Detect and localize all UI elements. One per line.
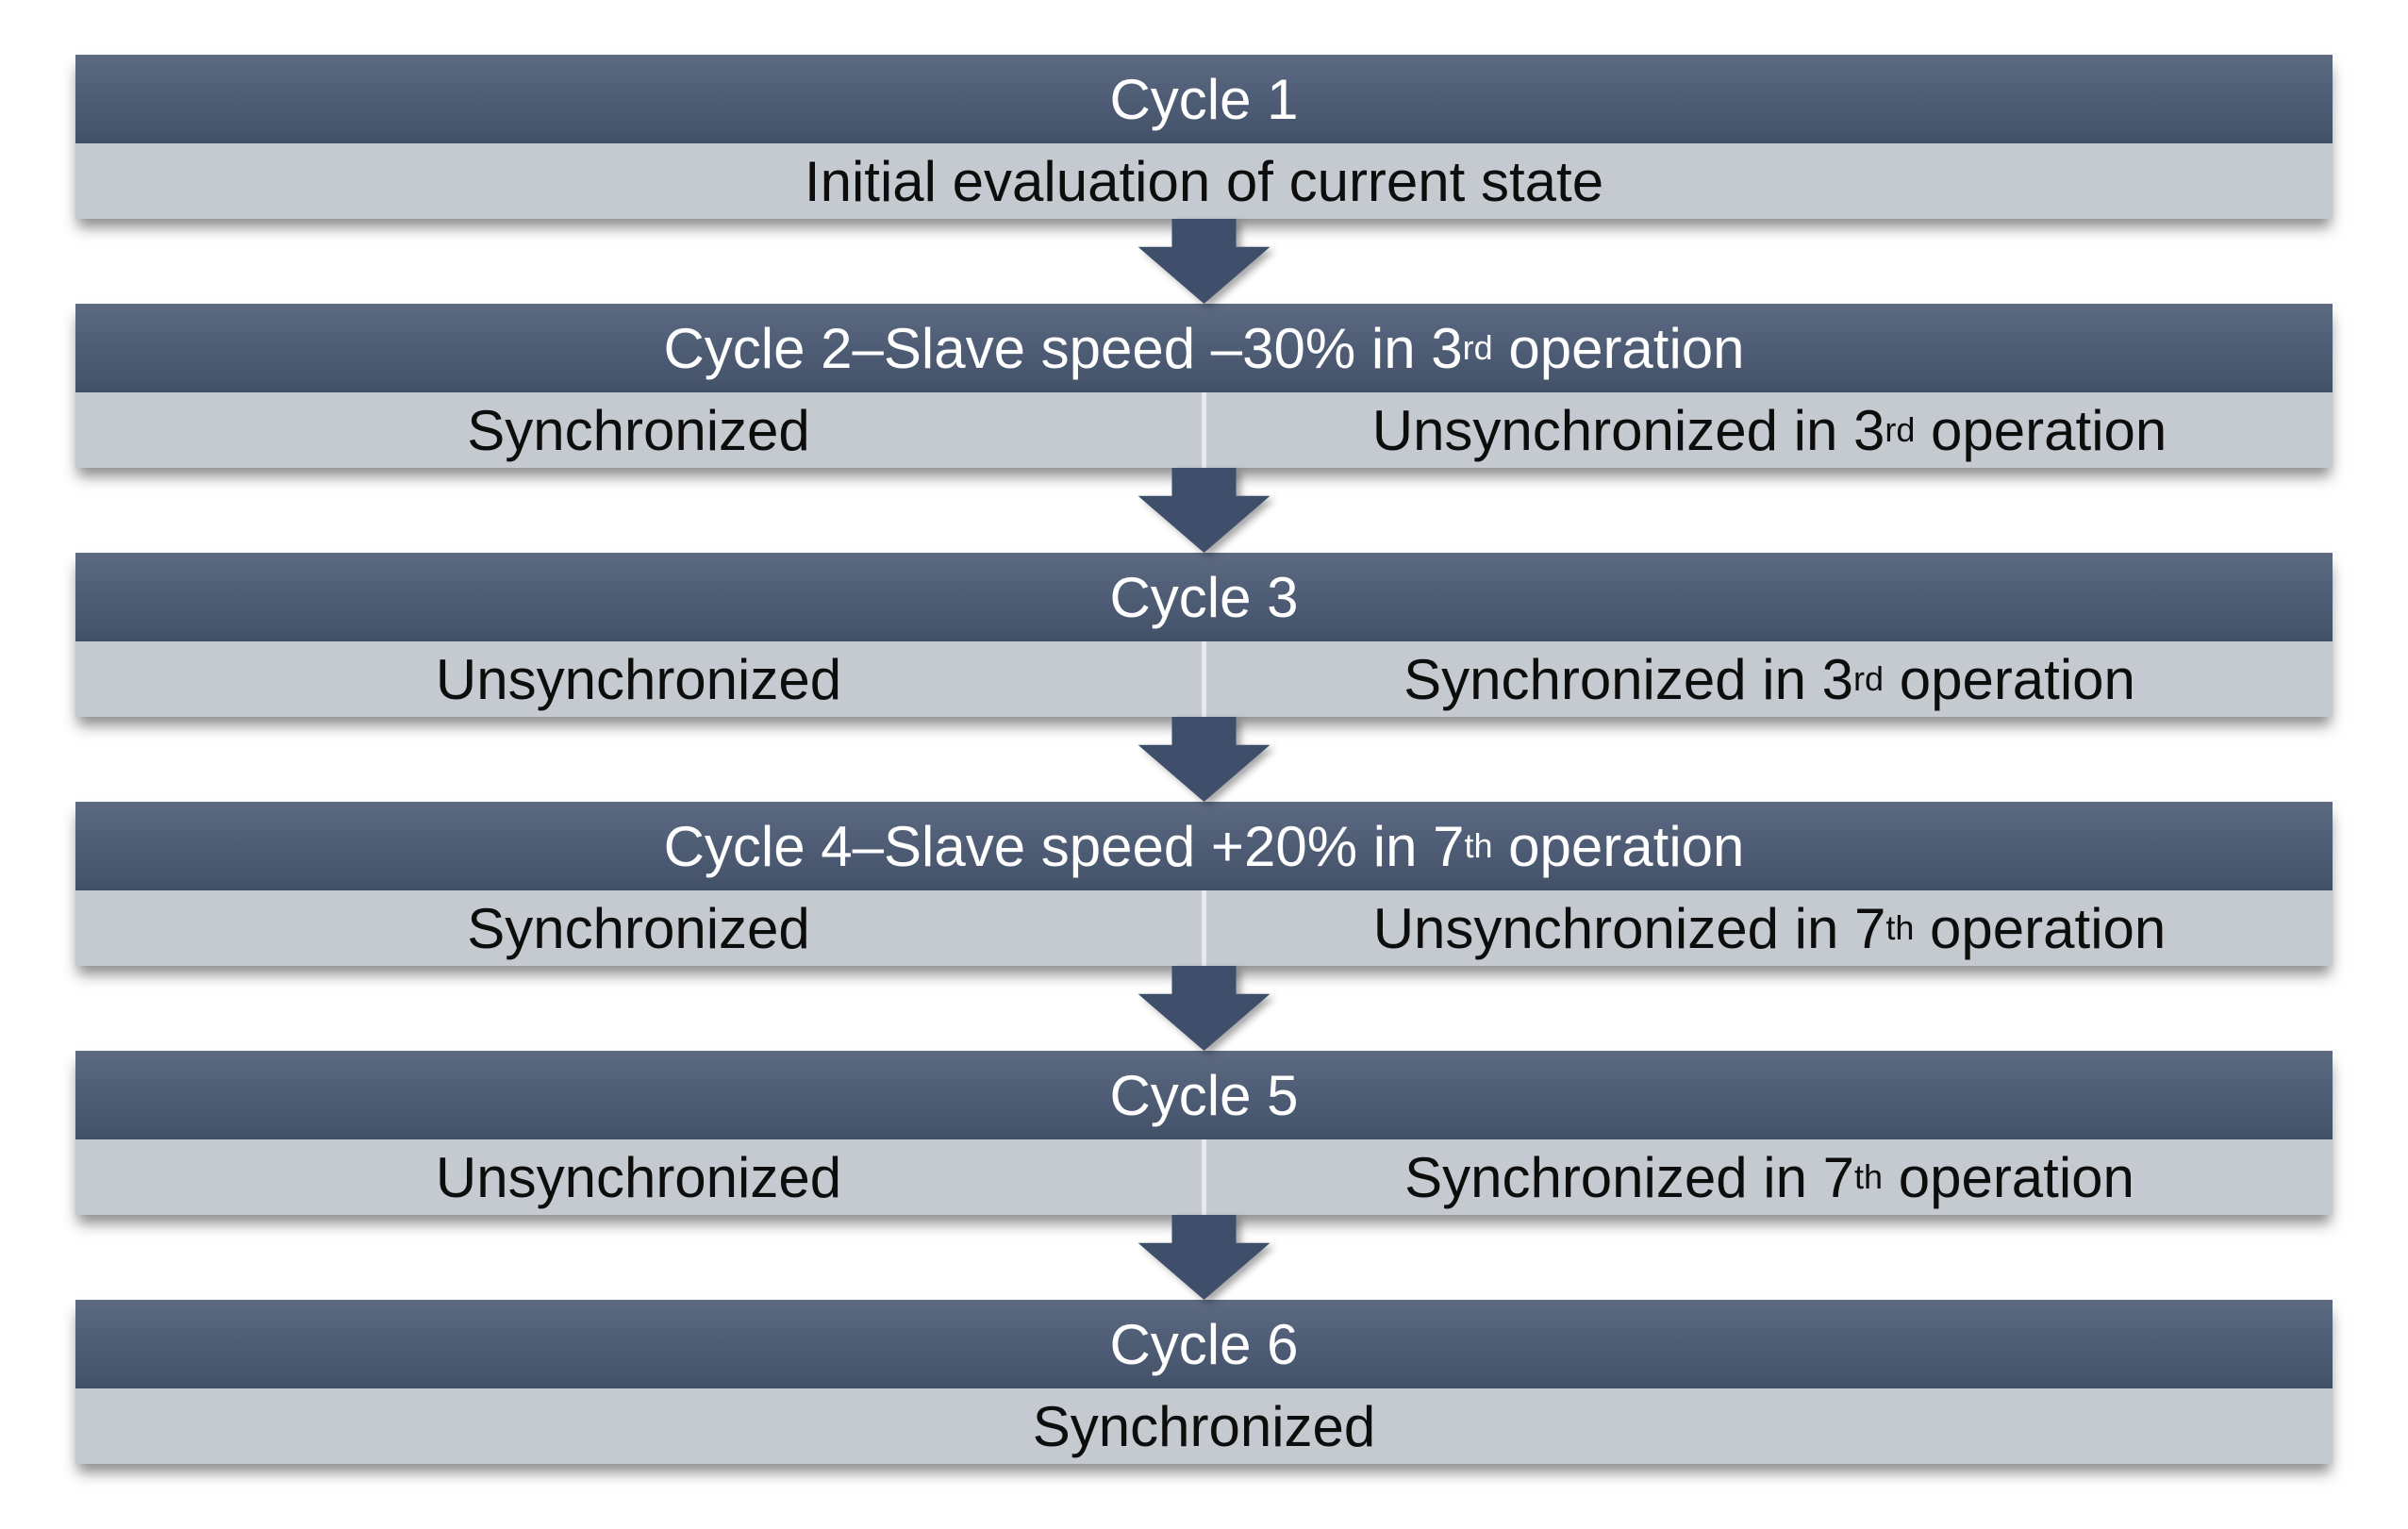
down-arrow-wrap: [1138, 1215, 1270, 1300]
down-arrow-icon: [1138, 717, 1270, 802]
down-arrow-icon: [1138, 966, 1270, 1051]
cycle-4-cell-left: Synchronized: [75, 890, 1202, 966]
cell-divider: [1202, 1139, 1206, 1215]
cycle-1-cell: Initial evaluation of current state: [75, 143, 2333, 219]
cycle-4-title-tail: operation: [1492, 814, 1745, 878]
down-arrow-wrap: [1138, 717, 1270, 802]
cell-divider: [1202, 392, 1206, 468]
cycle-3-cell-right-text: Synchronized in 3: [1403, 647, 1854, 711]
down-arrow-icon: [1138, 1215, 1270, 1300]
cycle-1-box: Cycle 1 Initial evaluation of current st…: [75, 55, 2333, 219]
cycle-6-cell-text: Synchronized: [1032, 1394, 1376, 1458]
cycle-4-cell-right-text: Unsynchronized in 7: [1372, 896, 1886, 960]
down-arrow-wrap: [1138, 468, 1270, 553]
cycle-1-cell-text: Initial evaluation of current state: [804, 149, 1604, 213]
cycle-1-title: Cycle 1: [1109, 67, 1299, 131]
cycle-3-cell-left-text: Unsynchronized: [435, 647, 842, 711]
cycle-1-body: Initial evaluation of current state: [75, 143, 2333, 219]
cycle-1-header: Cycle 1: [75, 55, 2333, 143]
cycle-3-box: Cycle 3 Unsynchronized Synchronized in 3…: [75, 553, 2333, 717]
cycle-5-header: Cycle 5: [75, 1051, 2333, 1139]
cycle-stack: Cycle 1 Initial evaluation of current st…: [75, 55, 2333, 1464]
cycle-4-cell-left-text: Synchronized: [467, 896, 810, 960]
cycle-6-title: Cycle 6: [1109, 1312, 1299, 1376]
cycle-3-header: Cycle 3: [75, 553, 2333, 641]
cycle-6-cell: Synchronized: [75, 1388, 2333, 1464]
cycle-5-cell-right-tail: operation: [1883, 1145, 2134, 1209]
down-arrow-icon: [1138, 468, 1270, 553]
arrow-zone-1: [75, 219, 2333, 304]
cycle-5-title: Cycle 5: [1109, 1063, 1299, 1127]
down-arrow-icon: [1138, 219, 1270, 304]
arrow-zone-4: [75, 966, 2333, 1051]
arrow-zone-3: [75, 717, 2333, 802]
cycle-5-cell-left-text: Unsynchronized: [435, 1145, 842, 1209]
down-arrow-wrap: [1138, 219, 1270, 304]
cycle-5-cell-right-text: Synchronized in 7: [1404, 1145, 1855, 1209]
cycle-2-cell-left-text: Synchronized: [467, 398, 810, 462]
cell-divider: [1202, 890, 1206, 966]
cycle-6-header: Cycle 6: [75, 1300, 2333, 1388]
cycle-6-body: Synchronized: [75, 1388, 2333, 1464]
cycle-2-title: Cycle 2–Slave speed –30% in 3: [663, 316, 1463, 380]
cycle-4-cell-right-tail: operation: [1914, 896, 2167, 960]
cycle-5-cell-left: Unsynchronized: [75, 1139, 1202, 1215]
cycle-3-cell-left: Unsynchronized: [75, 641, 1202, 717]
cycle-2-cell-right-tail: operation: [1915, 398, 2167, 462]
cycle-4-title: Cycle 4–Slave speed +20% in 7: [663, 814, 1465, 878]
cycle-3-title: Cycle 3: [1109, 565, 1299, 629]
cycle-5-box: Cycle 5 Unsynchronized Synchronized in 7…: [75, 1051, 2333, 1215]
cycle-3-cell-right-tail: operation: [1884, 647, 2135, 711]
cycle-6-box: Cycle 6 Synchronized: [75, 1300, 2333, 1464]
arrow-zone-5: [75, 1215, 2333, 1300]
down-arrow-wrap: [1138, 966, 1270, 1051]
cycle-2-cell-right-text: Unsynchronized in 3: [1371, 398, 1885, 462]
cell-divider: [1202, 641, 1206, 717]
arrow-zone-2: [75, 468, 2333, 553]
cycle-2-title-tail: operation: [1492, 316, 1745, 380]
cycle-2-cell-left: Synchronized: [75, 392, 1202, 468]
